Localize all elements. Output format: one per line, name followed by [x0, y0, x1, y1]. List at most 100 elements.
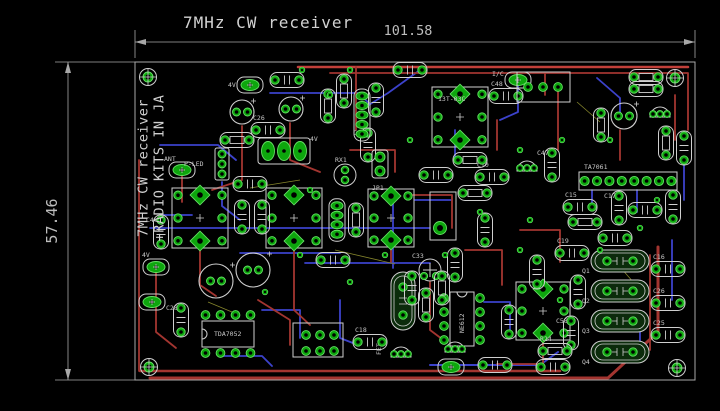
component-capv-C28: C28 [166, 302, 189, 338]
component-caph [597, 230, 633, 246]
component-caph [232, 176, 268, 192]
component-caph-C48: C48 [488, 80, 524, 104]
component-padgrid [301, 330, 339, 356]
svg-text:C47: C47 [537, 149, 549, 157]
component-ecap [235, 251, 272, 288]
svg-text:4V: 4V [142, 251, 150, 259]
component-caph [315, 252, 351, 268]
component-to92 [516, 160, 538, 172]
component-sip8-TA7061: TA7061 [578, 163, 678, 191]
component-resv [336, 73, 352, 109]
mounting-hole [139, 68, 157, 86]
component-lcol [353, 88, 371, 142]
component-caph-C16: C16 [650, 253, 686, 277]
component-caph-C10: C10 [474, 161, 510, 185]
svg-text:I/C: I/C [492, 70, 504, 78]
svg-text:TA7061: TA7061 [584, 163, 608, 171]
svg-text:C4: C4 [146, 216, 154, 224]
mounting-hole [666, 69, 684, 87]
component-resv [434, 270, 450, 306]
component-caph-C15: C15 [562, 191, 598, 215]
component-srect [429, 191, 457, 241]
svg-text:P-LED: P-LED [184, 160, 204, 168]
component-xtalh-Q3: Q3 [582, 309, 650, 335]
component-capv [570, 274, 586, 310]
component-caph-C26: C26 [650, 287, 686, 311]
component-resh [628, 81, 664, 97]
svg-text:C17: C17 [604, 192, 616, 200]
component-lcol [328, 198, 346, 242]
mounting-hole [140, 358, 158, 376]
component-ecap [610, 101, 639, 130]
component-resv [658, 125, 674, 161]
svg-text:JP1: JP1 [372, 184, 384, 192]
component-ecap [278, 95, 305, 122]
component-caph-C19: C19 [554, 237, 590, 261]
svg-text:C48: C48 [491, 80, 503, 88]
silk-text-line-2: +RADIO KITS IN JA [152, 95, 168, 242]
component-resv [418, 287, 434, 323]
component-hdr3v-P-LED: P-LED [184, 147, 230, 181]
component-xtalh-Q1: Q1 [582, 249, 650, 275]
component-pad1-4V: 4V [142, 251, 170, 276]
component-to92 [649, 106, 671, 118]
component-xtalv [390, 271, 416, 331]
svg-text:C15: C15 [565, 191, 577, 199]
component-caph [535, 359, 571, 375]
component-dip8h-TDA7052: TDA7052 [200, 310, 256, 358]
component-caph-C18: C18 [352, 326, 388, 350]
component-pad1-4V: 4V [228, 76, 264, 94]
component-capv [404, 270, 420, 306]
svg-text:C33: C33 [412, 252, 424, 260]
component-capv [676, 130, 692, 166]
svg-text:Q1: Q1 [582, 267, 590, 275]
component-to92 [444, 341, 466, 353]
component-hdr2v-JP1: JP1 [371, 149, 389, 192]
component-resh-R24: R24 [537, 335, 573, 359]
component-ecap [198, 262, 235, 299]
component-resh [452, 152, 488, 168]
component-capv [529, 254, 545, 290]
svg-text:C58: C58 [556, 317, 568, 325]
svg-text:C28: C28 [166, 304, 178, 312]
component-rcomp-RX1: RX1 [333, 156, 357, 187]
component-capv [234, 199, 250, 235]
svg-text:R24: R24 [540, 335, 552, 343]
svg-text:C26: C26 [653, 287, 665, 295]
component-capv [477, 212, 493, 248]
component-ecap [229, 98, 256, 125]
component-trim-C33: C33 [412, 252, 442, 282]
svg-text:C16: C16 [653, 253, 665, 261]
width-dimension-value: 101.58 [384, 23, 433, 39]
mount-holes-layer [139, 68, 686, 377]
component-resv [593, 107, 609, 143]
component-caph [418, 167, 454, 183]
component-caph [269, 72, 305, 88]
component-xtalh-Q4: Q4 [582, 340, 650, 366]
component-pad1 [138, 293, 166, 311]
svg-text:TDA7052: TDA7052 [214, 330, 241, 338]
svg-text:C19: C19 [557, 237, 569, 245]
component-ift [265, 184, 323, 252]
height-dimension-value: 57.46 [43, 198, 61, 243]
component-pads3-4V: 4V [257, 135, 318, 165]
silk-text-line-1: 7MHz CW receiver [136, 99, 152, 237]
svg-text:C10: C10 [477, 161, 489, 169]
svg-text:Q4: Q4 [582, 358, 590, 366]
component-capv [254, 199, 270, 235]
svg-text:C26: C26 [253, 114, 265, 122]
component-ift [171, 184, 229, 252]
component-capv [665, 189, 681, 225]
component-ift-13T-03C: 13T-03C [431, 83, 489, 151]
component-resv [348, 202, 364, 238]
mounting-hole [668, 359, 686, 377]
svg-text:Q3: Q3 [582, 327, 590, 335]
board-title-text: 7MHz CW receiver [183, 13, 353, 32]
vias-layer [261, 66, 661, 304]
component-resh [457, 185, 493, 201]
component-pad1-ANT: ANT [164, 155, 196, 179]
svg-text:C18: C18 [355, 326, 367, 334]
component-srect [292, 322, 344, 358]
